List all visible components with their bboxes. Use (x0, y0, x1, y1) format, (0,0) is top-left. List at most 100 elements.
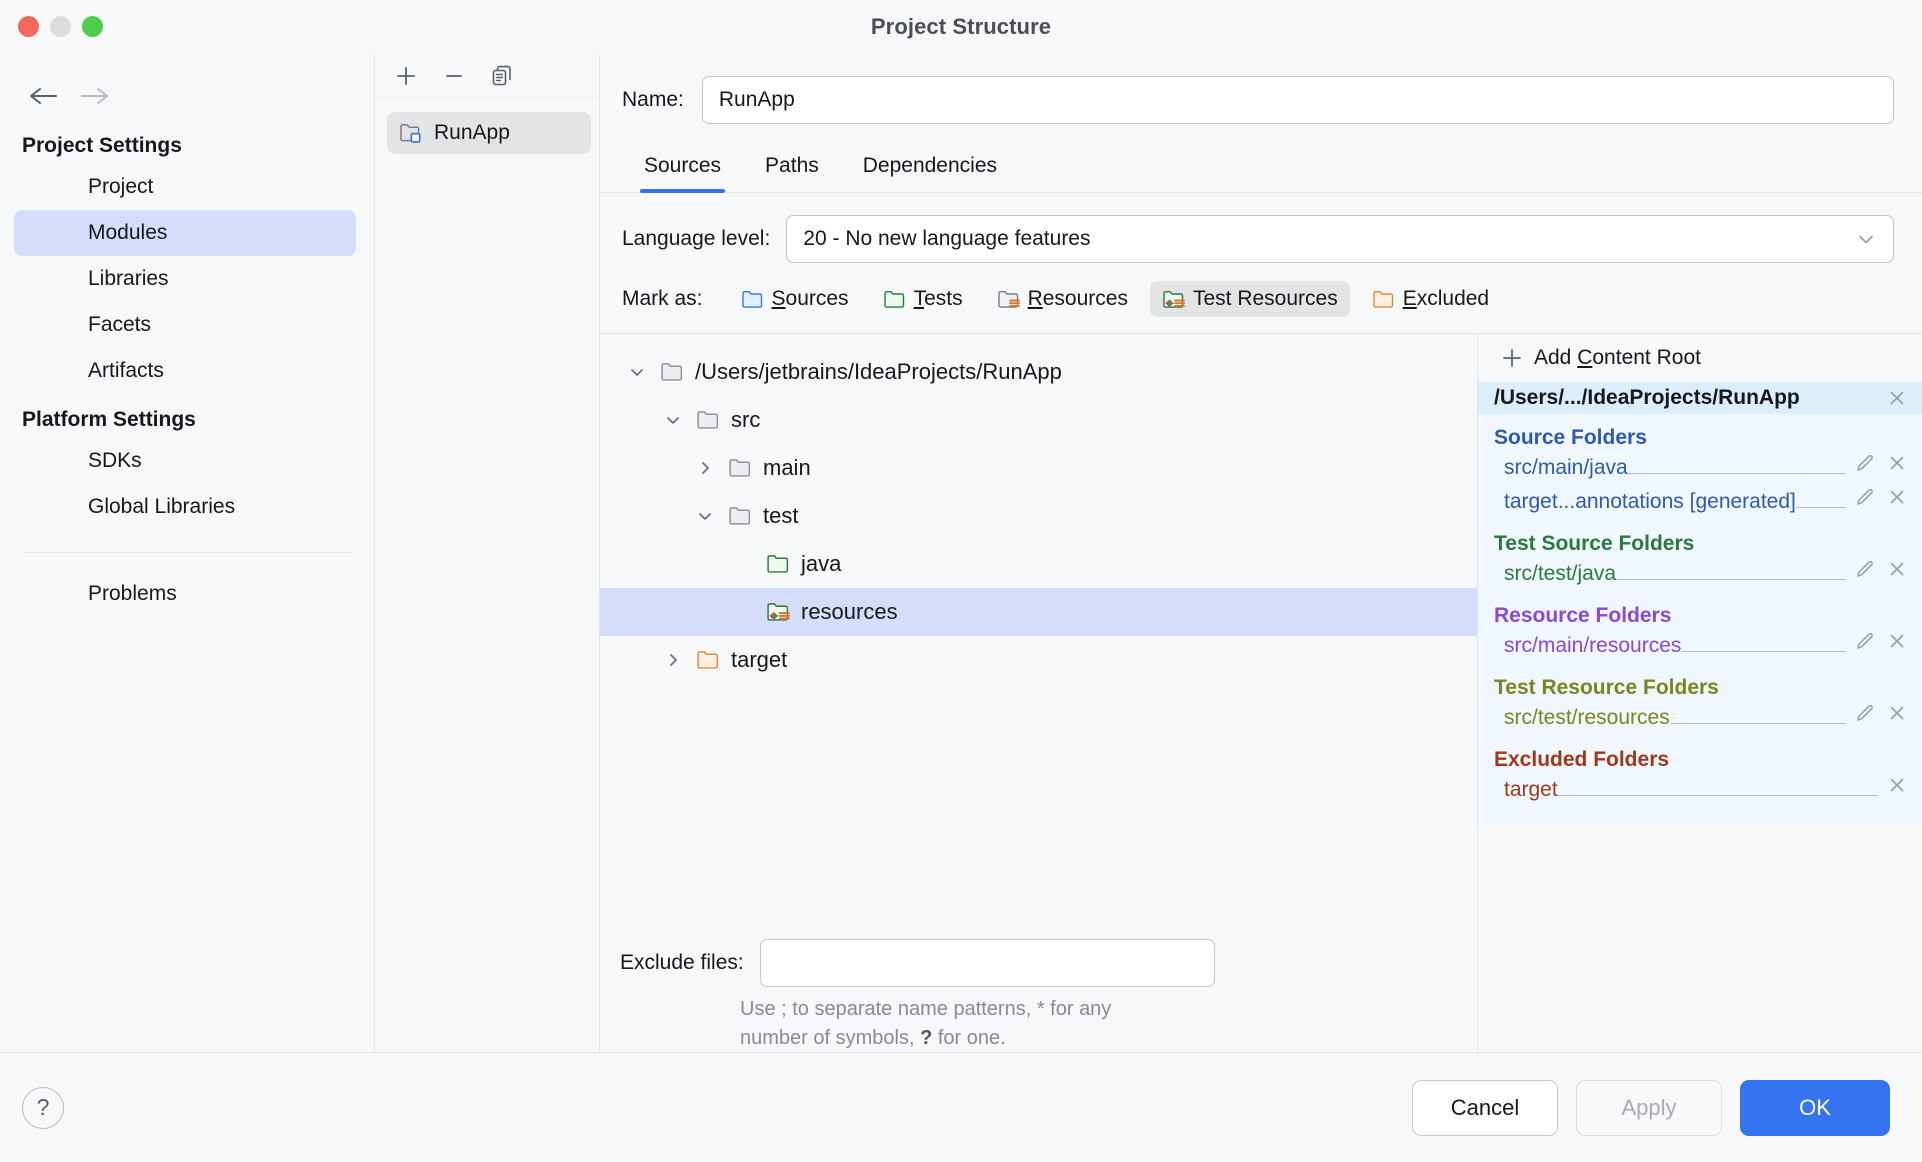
module-list: RunApp (375, 98, 599, 154)
sidebar-item-global-libraries[interactable]: Global Libraries (88, 495, 236, 518)
tree-row-java[interactable]: java (600, 540, 1477, 588)
source-tree: /Users/jetbrains/IdeaProjects/RunApp src (600, 334, 1477, 939)
edit-icon[interactable] (1854, 486, 1876, 508)
tree-row-resources[interactable]: resources (600, 588, 1477, 636)
mark-as-test-resources-label: Test Resources (1192, 287, 1338, 310)
back-arrow-icon[interactable] (26, 81, 60, 111)
language-level-select[interactable]: 20 - No new language features (786, 215, 1894, 263)
section-title-resource-folders: Resource Folders (1494, 604, 1672, 627)
exclude-files-label: Exclude files: (620, 951, 744, 975)
maximize-window-button[interactable] (82, 16, 103, 37)
root-entry-path: target...annotations [generated] (1504, 490, 1796, 513)
chevron-down-icon[interactable] (658, 410, 688, 430)
module-list-item-label: RunApp (434, 121, 510, 144)
close-icon[interactable] (1886, 387, 1908, 409)
tree-row-label: java (801, 551, 842, 576)
chevron-down-icon[interactable] (622, 362, 652, 382)
apply-button[interactable]: Apply (1576, 1079, 1722, 1136)
section-title-source-folders: Source Folders (1494, 426, 1647, 449)
forward-arrow-icon[interactable] (78, 81, 112, 111)
root-entry[interactable]: target (1478, 774, 1922, 808)
ok-button[interactable]: OK (1740, 1079, 1890, 1136)
edit-icon[interactable] (1854, 558, 1876, 580)
mark-as-label: Mark as: (622, 287, 703, 310)
minimize-window-button[interactable] (50, 16, 71, 37)
sidebar-item-libraries[interactable]: Libraries (88, 267, 169, 290)
mark-as-resources-button[interactable]: Resources (985, 281, 1140, 317)
root-entry[interactable]: src/test/resources (1478, 702, 1922, 736)
language-level-label: Language level: (622, 227, 771, 250)
tree-row-src[interactable]: src (600, 396, 1477, 444)
tree-row-main[interactable]: main (600, 444, 1477, 492)
tree-row-label: src (731, 407, 761, 432)
folder-excluded-icon (696, 649, 721, 671)
page-title: Project Structure (870, 14, 1052, 39)
exclude-files-input[interactable] (759, 939, 1215, 988)
remove-icon[interactable] (1886, 774, 1908, 796)
mark-as-sources-button[interactable]: Sources (729, 281, 861, 317)
remove-icon[interactable] (1886, 452, 1908, 474)
sidebar-item-sdks[interactable]: SDKs (88, 449, 142, 472)
sidebar-item-facets[interactable]: Facets (88, 313, 152, 336)
root-entry-path: src/test/resources (1504, 706, 1670, 729)
tab-dependencies[interactable]: Dependencies (862, 154, 998, 177)
root-entry[interactable]: src/test/java (1478, 558, 1922, 592)
content-root-card: /Users/.../IdeaProjects/RunApp Source Fo… (1478, 382, 1922, 824)
edit-icon[interactable] (1854, 630, 1876, 652)
content-root-path: /Users/.../IdeaProjects/RunApp (1494, 386, 1800, 409)
folder-plain-icon (728, 457, 753, 479)
edit-icon[interactable] (1854, 702, 1876, 724)
name-input[interactable]: RunApp (701, 76, 1894, 124)
tree-row-test[interactable]: test (600, 492, 1477, 540)
minus-icon[interactable] (441, 63, 467, 89)
sidebar-item-modules[interactable]: Modules (14, 210, 356, 256)
remove-icon[interactable] (1886, 702, 1908, 724)
remove-icon[interactable] (1886, 630, 1908, 652)
mark-as-test-resources-button[interactable]: Test Resources (1149, 281, 1350, 317)
sidebar-item-problems[interactable]: Problems (88, 582, 177, 605)
plus-icon[interactable] (393, 63, 419, 89)
content-roots-pane: Add Content Root /Users/.../IdeaProjects… (1478, 334, 1922, 1052)
sidebar-item-project[interactable]: Project (88, 175, 154, 198)
module-list-item-runapp[interactable]: RunApp (387, 112, 591, 154)
remove-icon[interactable] (1886, 486, 1908, 508)
mark-as-tests-button[interactable]: Tests (871, 281, 975, 317)
mark-as-resources-mnemonic: R (1027, 287, 1043, 310)
exclude-hint-post: for one. (932, 1026, 1006, 1049)
tree-row-label: main (763, 455, 811, 480)
module-editor-panel: Name: RunApp Sources Paths Dependencies … (600, 54, 1922, 1052)
tree-row-content-root[interactable]: /Users/jetbrains/IdeaProjects/RunApp (600, 348, 1477, 396)
section-title-excluded-folders: Excluded Folders (1494, 748, 1670, 771)
folder-sources-icon (741, 289, 765, 310)
root-entry-rule (1627, 473, 1846, 474)
root-entry[interactable]: src/main/java (1478, 452, 1922, 486)
copy-icon[interactable] (489, 63, 515, 89)
root-entry[interactable]: target...annotations [generated] (1478, 486, 1922, 520)
close-window-button[interactable] (18, 16, 39, 37)
edit-icon[interactable] (1854, 452, 1876, 474)
dialog-buttons: Cancel Apply OK (1412, 1079, 1890, 1136)
tab-sources[interactable]: Sources (622, 146, 743, 193)
source-tree-pane: /Users/jetbrains/IdeaProjects/RunApp src (600, 334, 1478, 1052)
root-entry-path: src/main/java (1504, 456, 1628, 479)
sidebar-item-artifacts[interactable]: Artifacts (88, 359, 164, 382)
remove-icon[interactable] (1886, 558, 1908, 580)
folder-tests-icon (883, 289, 907, 310)
chevron-down-icon[interactable] (690, 506, 720, 526)
cancel-button[interactable]: Cancel (1412, 1079, 1558, 1136)
chevron-right-icon[interactable] (658, 650, 688, 670)
root-entry[interactable]: src/main/resources (1478, 630, 1922, 664)
tree-row-target[interactable]: target (600, 636, 1477, 684)
content-root-header[interactable]: /Users/.../IdeaProjects/RunApp (1478, 382, 1922, 414)
mark-as-excluded-label: Excluded (1403, 287, 1489, 311)
chevron-right-icon[interactable] (690, 458, 720, 478)
title-bar: Project Structure (0, 0, 1922, 54)
module-list-panel: RunApp (375, 54, 600, 1052)
question-mark-icon[interactable]: ? (22, 1086, 64, 1129)
add-content-root-button[interactable]: Add Content Root (1478, 334, 1922, 382)
exclude-files-hint: Use ; to separate name patterns, * for a… (740, 995, 1170, 1052)
tab-paths[interactable]: Paths (765, 154, 819, 177)
mark-as-excluded-button[interactable]: Excluded (1360, 281, 1501, 317)
folder-plain-icon (696, 409, 721, 431)
